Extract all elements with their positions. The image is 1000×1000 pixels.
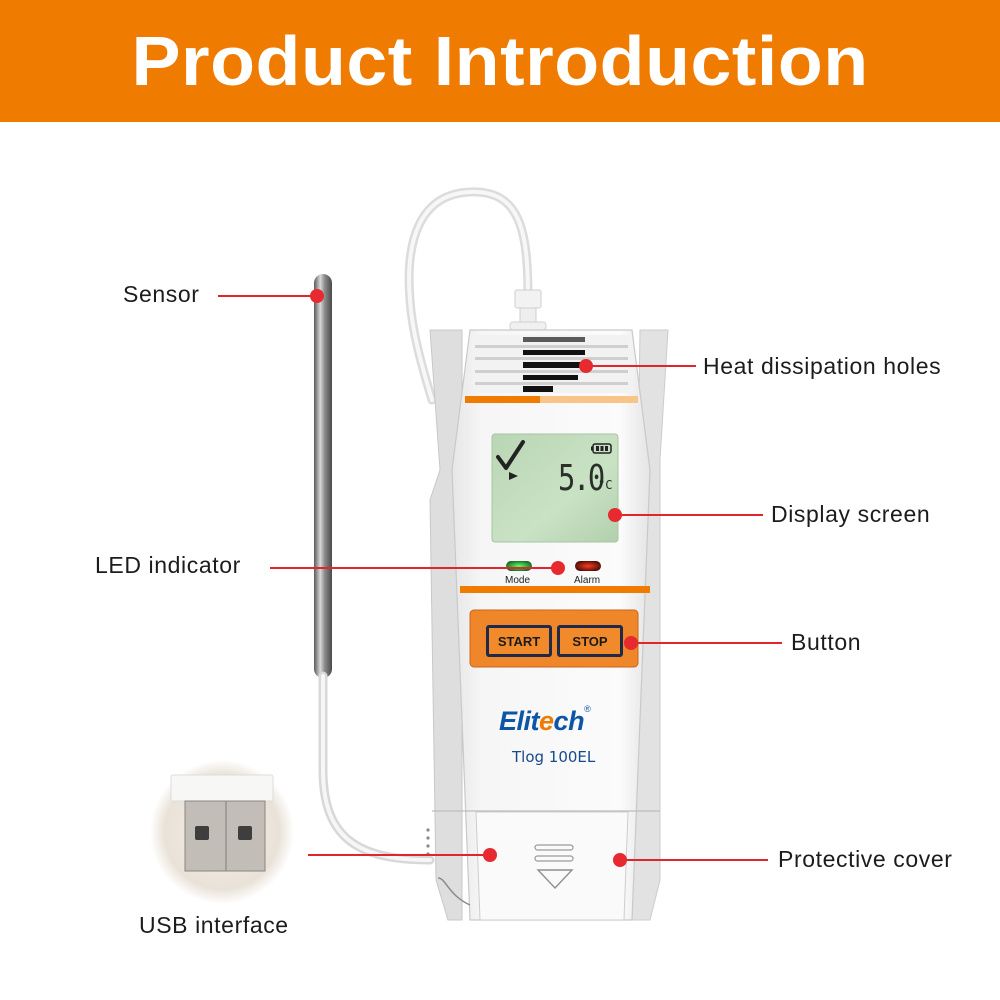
temperature-value: 5.0 bbox=[558, 458, 605, 499]
checkmark-icon bbox=[496, 440, 525, 470]
brand-logo: Elitech® bbox=[499, 704, 591, 737]
title-banner: Product Introduction bbox=[0, 0, 1000, 122]
play-arrow-icon bbox=[509, 472, 518, 480]
usb-connector-inset bbox=[150, 760, 294, 904]
callout-button: Button bbox=[791, 629, 862, 655]
sensor-probe bbox=[314, 274, 332, 678]
model-name: Tlog 100EL bbox=[512, 748, 596, 766]
callout-heat-dissipation-holes: Heat dissipation holes bbox=[703, 353, 942, 379]
callout-display-screen: Display screen bbox=[771, 501, 931, 527]
mode-led bbox=[506, 561, 532, 571]
stop-button[interactable]: STOP bbox=[557, 625, 623, 657]
page-title: Product Introduction bbox=[131, 22, 869, 100]
registered-mark: ® bbox=[584, 704, 591, 714]
start-button[interactable]: START bbox=[486, 625, 552, 657]
lcd-screen bbox=[491, 433, 619, 543]
usb-contact-left bbox=[195, 826, 209, 840]
down-arrow-icon bbox=[536, 869, 574, 890]
temperature-unit: °C bbox=[598, 478, 613, 492]
callout-led-indicator: LED indicator bbox=[95, 552, 241, 578]
mode-led-label: Mode bbox=[505, 575, 531, 586]
usb-contact-right bbox=[238, 826, 252, 840]
callout-usb-interface: USB interface bbox=[139, 912, 289, 938]
heat-dissipation-grille bbox=[473, 335, 630, 393]
alarm-led bbox=[575, 561, 601, 571]
alarm-led-label: Alarm bbox=[574, 575, 601, 586]
callout-sensor: Sensor bbox=[123, 281, 200, 307]
callout-protective-cover: Protective cover bbox=[778, 846, 953, 872]
temperature-reading: 5.0 bbox=[558, 458, 605, 499]
battery-full-icon bbox=[591, 443, 612, 454]
brand-name: Elitech bbox=[499, 706, 585, 736]
protective-cover bbox=[475, 811, 629, 921]
